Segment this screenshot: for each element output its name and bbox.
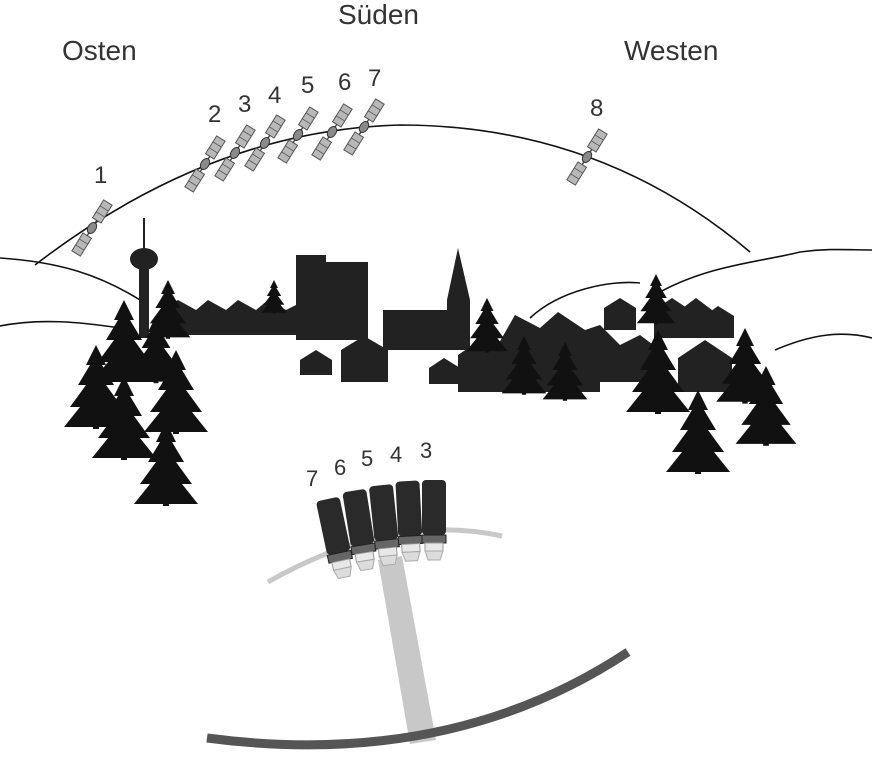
lnb-label-3: 3 (420, 438, 432, 463)
dish-assembly: 7 6 5 4 3 (206, 438, 631, 750)
direction-east-label: Osten (62, 35, 137, 66)
lnb-label-7: 7 (306, 466, 318, 491)
tree-icon (636, 274, 676, 325)
building-house-right-5 (678, 340, 732, 392)
satellite-2: 2 (184, 101, 226, 193)
tree-icon (466, 298, 508, 353)
satellite-icon (244, 114, 286, 172)
lnb-icon (394, 479, 425, 563)
tree-icon (261, 280, 287, 314)
hill-line-right-lower (529, 281, 641, 319)
satellite-icon (184, 135, 226, 193)
lnb-label-5: 5 (361, 446, 373, 471)
lnb-icon (421, 479, 447, 561)
satellite-8: 8 (566, 95, 608, 186)
satellite-label: 8 (590, 95, 603, 122)
satellite-label: 6 (338, 69, 351, 96)
building-house-right-4 (704, 306, 734, 338)
building-block (383, 310, 447, 350)
hill-line-far-right (774, 333, 872, 351)
satellite-1: 1 (71, 162, 113, 257)
building-house-right-1 (604, 298, 636, 330)
lnb-3 (421, 479, 447, 561)
building-house-3 (429, 358, 460, 384)
orbit-arc (34, 124, 751, 266)
dish-reflector (206, 648, 631, 750)
satellite-7: 7 (343, 65, 385, 156)
satellite-icon (566, 128, 608, 186)
town-silhouette (130, 218, 734, 392)
direction-west-label: Westen (624, 35, 718, 66)
lnb-label-6: 6 (334, 455, 346, 480)
lnb-4 (394, 479, 425, 563)
direction-south-label: Süden (338, 0, 419, 30)
hill-line-right (659, 248, 872, 293)
church-tower (447, 248, 470, 350)
satellite-label: 5 (301, 72, 314, 99)
satellite-label: 7 (368, 65, 381, 92)
feed-arm (378, 556, 436, 744)
satellite-5: 5 (277, 72, 319, 164)
lnb-label-4: 4 (390, 442, 402, 467)
hill-line-left (0, 257, 141, 301)
building-tall-2 (322, 262, 368, 340)
satellite-6: 6 (311, 69, 353, 161)
satellite-label: 4 (268, 82, 281, 109)
satellite-icon (214, 124, 256, 182)
satellite-label: 2 (208, 101, 221, 128)
satellite-icon (71, 199, 113, 257)
building-house-mid (341, 336, 388, 382)
satellite-4: 4 (244, 82, 286, 172)
satellite-label: 1 (94, 162, 107, 189)
tv-tower (130, 218, 158, 338)
satellite-label: 3 (238, 91, 251, 118)
building-house-small (300, 350, 332, 375)
hill-line-left-lower (0, 320, 121, 329)
building-row-right (458, 312, 660, 392)
building-tall-1 (296, 255, 326, 340)
satellite-3: 3 (214, 91, 256, 182)
building-row-left (160, 300, 296, 335)
